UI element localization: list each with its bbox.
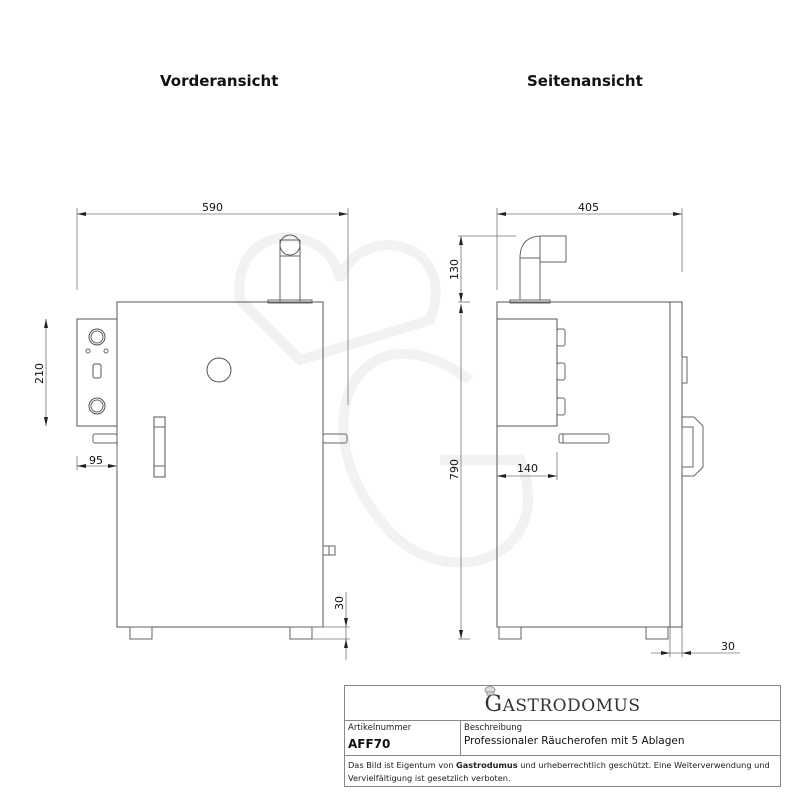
dim-front-panel-offset: 95 bbox=[89, 454, 103, 467]
watermark-logo bbox=[234, 232, 533, 568]
description-cell: Beschreibung Professionaler Räucherofen … bbox=[461, 721, 780, 755]
dim-side-chimney-height: 130 bbox=[448, 259, 461, 280]
dim-front-foot-height: 30 bbox=[333, 596, 346, 610]
front-chimney-opening bbox=[279, 234, 301, 256]
side-chimney bbox=[519, 235, 567, 300]
brand-logo: GASTRODOMUS bbox=[484, 686, 640, 717]
copyright-notice: Das Bild ist Eigentum von Gastrodumus un… bbox=[348, 760, 770, 783]
front-control-panel bbox=[76, 318, 118, 427]
dim-side-panel-depth: 140 bbox=[517, 462, 538, 475]
article-number-cell: Artikelnummer AFF70 bbox=[345, 721, 461, 755]
side-control-panel bbox=[496, 318, 558, 427]
front-view-drawing bbox=[44, 208, 350, 660]
description: Professionaler Räucherofen mit 5 Ablagen bbox=[464, 735, 685, 747]
dim-side-depth: 405 bbox=[578, 201, 599, 214]
dim-side-door-thickness: 30 bbox=[721, 640, 735, 653]
description-label: Beschreibung bbox=[464, 723, 523, 733]
side-view-title: Seitenansicht bbox=[527, 72, 643, 90]
front-chimney bbox=[279, 239, 301, 304]
side-door-handle bbox=[682, 416, 704, 477]
side-view-drawing bbox=[458, 208, 740, 657]
article-number-label: Artikelnummer bbox=[348, 723, 412, 733]
front-view-title: Vorderansicht bbox=[160, 72, 279, 90]
dim-front-width: 590 bbox=[202, 201, 223, 214]
front-door-handle bbox=[153, 416, 166, 478]
side-door bbox=[669, 301, 683, 628]
copyright-brand: Gastrodumus bbox=[456, 760, 518, 770]
article-number: AFF70 bbox=[348, 737, 391, 751]
dim-side-total-height: 790 bbox=[448, 459, 461, 480]
title-block: GASTRODOMUS Artikelnummer AFF70 Beschrei… bbox=[344, 685, 781, 787]
brand-logo-row: GASTRODOMUS bbox=[345, 686, 780, 721]
chef-hat-icon bbox=[485, 686, 496, 696]
dim-front-panel-height: 210 bbox=[33, 363, 46, 384]
front-thermometer bbox=[206, 357, 232, 383]
